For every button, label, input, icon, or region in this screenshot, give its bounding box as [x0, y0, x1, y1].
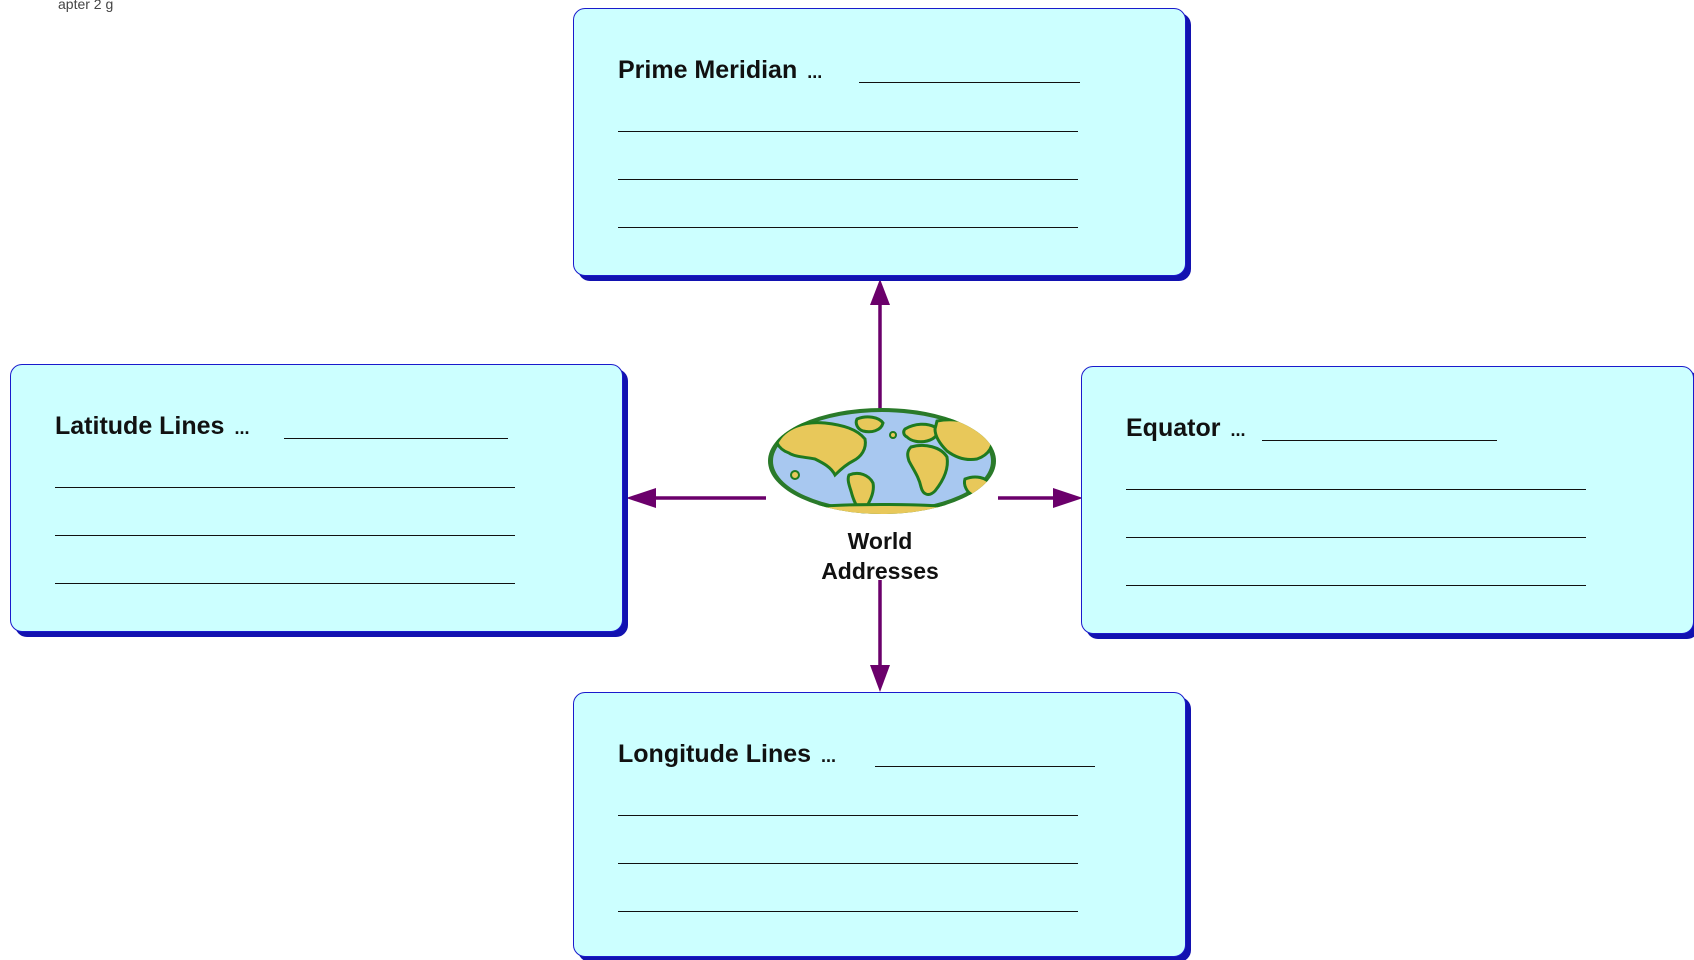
prime-meridian-label: Prime Meridian	[618, 56, 798, 84]
center-title-line-1: World	[847, 528, 913, 554]
longitude-lines-title: Longitude Lines...	[618, 740, 836, 769]
latitude-lines-title: Latitude Lines...	[55, 412, 249, 441]
longitude-lines-blank-inline[interactable]	[875, 766, 1095, 767]
latitude-lines-blank-inline[interactable]	[284, 438, 508, 439]
equator-blank-3[interactable]	[1126, 585, 1586, 586]
equator-label: Equator	[1126, 414, 1221, 442]
equator-ellipsis: ...	[1230, 420, 1246, 440]
equator-title: Equator...	[1126, 414, 1245, 443]
equator-blank-1[interactable]	[1126, 489, 1586, 490]
latitude-lines-blank-3[interactable]	[55, 583, 515, 584]
longitude-lines-blank-2[interactable]	[618, 863, 1078, 864]
longitude-lines-label: Longitude Lines	[618, 740, 812, 768]
box-latitude-lines: Latitude Lines...	[10, 364, 623, 632]
prime-meridian-blank-3[interactable]	[618, 227, 1078, 228]
equator-blank-2[interactable]	[1126, 537, 1586, 538]
box-equator: Equator...	[1081, 366, 1694, 634]
prime-meridian-blank-1[interactable]	[618, 131, 1078, 132]
arrow-up-head	[870, 279, 890, 305]
prime-meridian-title: Prime Meridian...	[618, 56, 822, 85]
center-title: World Addresses	[780, 526, 980, 586]
prime-meridian-ellipsis: ...	[807, 62, 823, 82]
latitude-lines-blank-1[interactable]	[55, 487, 515, 488]
latitude-lines-label: Latitude Lines	[55, 412, 225, 440]
box-longitude-lines: Longitude Lines...	[573, 692, 1186, 957]
equator-blank-inline[interactable]	[1262, 440, 1497, 441]
longitude-lines-blank-3[interactable]	[618, 911, 1078, 912]
prime-meridian-blank-2[interactable]	[618, 179, 1078, 180]
latitude-lines-ellipsis: ...	[234, 418, 250, 438]
arrow-down-head	[870, 665, 890, 692]
latitude-lines-blank-2[interactable]	[55, 535, 515, 536]
longitude-lines-blank-1[interactable]	[618, 815, 1078, 816]
truncated-header-text: apter 2 g	[58, 0, 114, 12]
arrow-right-head	[1053, 488, 1083, 508]
center-title-line-2: Addresses	[821, 558, 939, 584]
arrow-left-head	[626, 488, 656, 508]
world-map-globe-icon	[765, 405, 999, 522]
prime-meridian-blank-inline[interactable]	[859, 82, 1080, 83]
longitude-lines-ellipsis: ...	[821, 746, 837, 766]
box-prime-meridian: Prime Meridian...	[573, 8, 1186, 276]
